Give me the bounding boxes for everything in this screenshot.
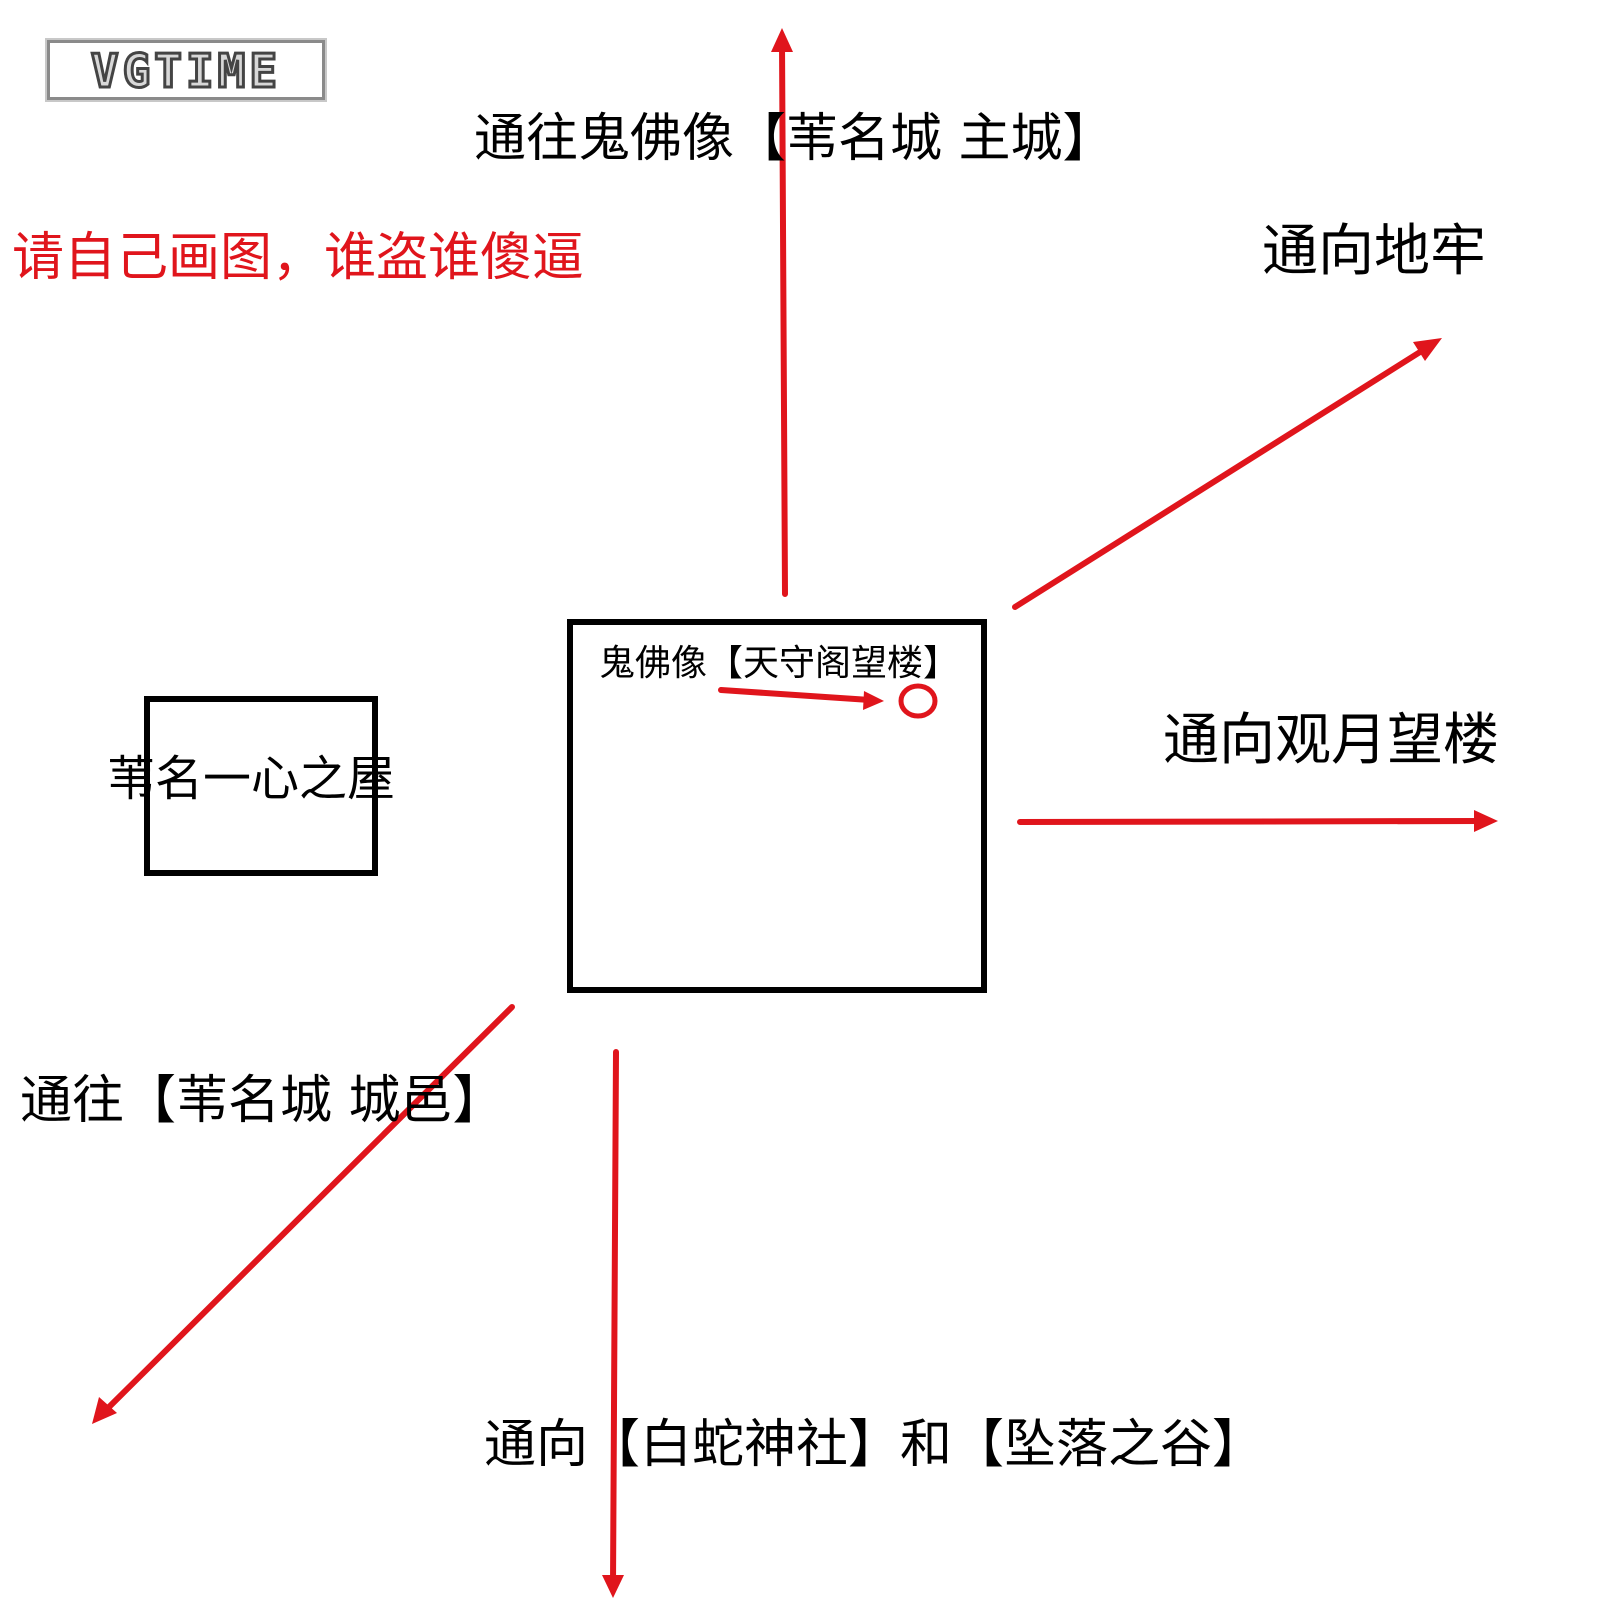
arrow-northeast	[1012, 344, 1431, 610]
arrow-statue	[718, 687, 873, 703]
label-southwest: 通往【苇名城 城邑】	[20, 1071, 505, 1131]
label-northeast: 通向地牢	[1262, 219, 1486, 284]
label-south: 通向【白蛇神社】和【坠落之谷】	[484, 1415, 1265, 1475]
statue-marker-circle	[898, 683, 938, 719]
site-logo-text: VGTIME	[89, 44, 282, 99]
arrow-northeast-head	[1413, 338, 1442, 361]
label-east: 通向观月望楼	[1163, 708, 1499, 773]
arrow-south-head	[602, 1575, 624, 1598]
label-statue: 鬼佛像【天守阁望楼】	[599, 643, 960, 684]
arrow-north-head	[771, 28, 793, 52]
arrow-east-head	[1474, 810, 1498, 832]
isshin-house-box	[144, 696, 378, 876]
route-arrows	[100, 39, 1487, 1588]
arrow-southwest-head	[92, 1397, 117, 1424]
arrow-north	[779, 39, 788, 597]
arrow-east	[1017, 818, 1487, 825]
arrow-southwest	[100, 1004, 515, 1416]
arrow-statue-head	[863, 691, 884, 710]
main-room-box	[567, 619, 987, 993]
arrow-south	[610, 1049, 619, 1588]
site-logo: VGTIME	[47, 40, 325, 100]
label-isshin-house: 苇名一心之屋	[107, 751, 396, 807]
warning-text: 请自己画图，谁盗谁傻逼	[12, 228, 585, 288]
label-north: 通往鬼佛像【苇名城 主城】	[474, 109, 1115, 169]
arrow-heads	[92, 28, 1498, 1598]
